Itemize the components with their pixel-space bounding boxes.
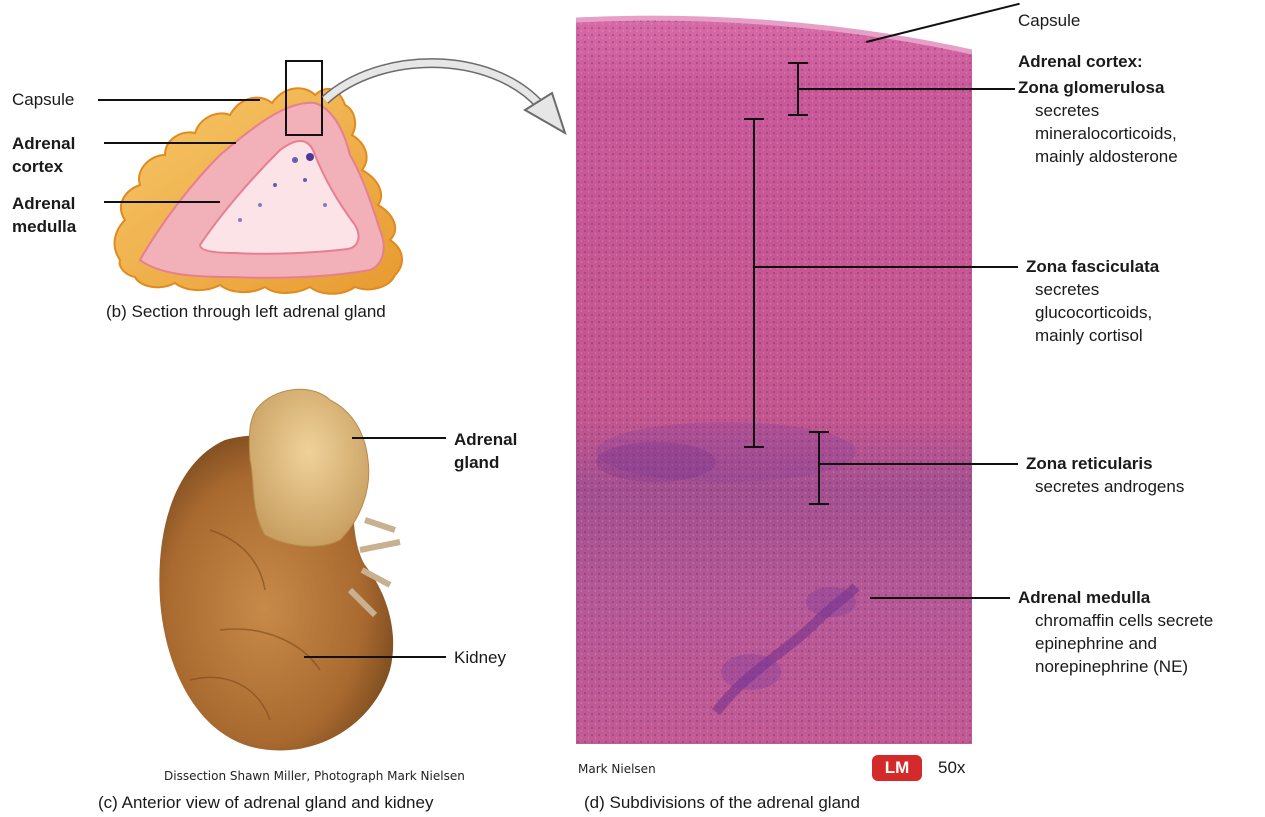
desc-fasciculata-1: secretes	[1035, 278, 1099, 301]
desc-medulla-2: epinephrine and	[1035, 632, 1157, 655]
label-cortex-b-1: Adrenal	[12, 132, 75, 155]
desc-glomerulosa-3: mainly aldosterone	[1035, 145, 1178, 168]
desc-reticularis-1: secretes androgens	[1035, 475, 1184, 498]
leader-cortex-b	[104, 142, 236, 144]
label-medulla-b-1: Adrenal	[12, 192, 75, 215]
label-capsule-d: Capsule	[1018, 9, 1080, 32]
leader-reticularis	[818, 463, 1018, 465]
desc-medulla-1: chromaffin cells secrete	[1035, 609, 1213, 632]
label-cortex-b-2: cortex	[12, 155, 63, 178]
photo-credit-d: Mark Nielsen	[578, 762, 656, 776]
leader-kidney	[304, 656, 446, 658]
label-adrenal-cortex-heading: Adrenal cortex:	[1018, 50, 1143, 73]
label-adrenal-gland-1: Adrenal	[454, 428, 517, 451]
micrograph	[576, 12, 972, 744]
bracket-glomerulosa-top	[788, 62, 808, 64]
caption-panel-b: (b) Section through left adrenal gland	[106, 302, 386, 322]
label-zona-glomerulosa: Zona glomerulosa	[1018, 76, 1164, 99]
label-kidney: Kidney	[454, 646, 506, 669]
desc-medulla-3: norepinephrine (NE)	[1035, 655, 1188, 678]
label-adrenal-medulla-d: Adrenal medulla	[1018, 586, 1150, 609]
kidney-photo	[150, 370, 410, 760]
bracket-fasciculata-top	[744, 118, 764, 120]
leader-capsule-b	[98, 99, 260, 101]
leader-glomerulosa	[797, 88, 1015, 90]
bracket-reticularis-top	[809, 431, 829, 433]
bracket-reticularis	[818, 431, 820, 505]
bracket-reticularis-bottom	[809, 503, 829, 505]
leader-adrenal-gland	[352, 437, 446, 439]
magnification-label: 50x	[938, 756, 965, 779]
leader-medulla-b	[104, 201, 220, 203]
bracket-fasciculata	[753, 118, 755, 448]
curved-arrow-icon	[320, 55, 580, 155]
caption-panel-c: (c) Anterior view of adrenal gland and k…	[98, 793, 433, 813]
photo-credit-c: Dissection Shawn Miller, Photograph Mark…	[164, 769, 465, 783]
lm-badge: LM	[872, 755, 922, 781]
caption-panel-d: (d) Subdivisions of the adrenal gland	[584, 793, 860, 813]
label-medulla-b-2: medulla	[12, 215, 76, 238]
desc-fasciculata-2: glucocorticoids,	[1035, 301, 1152, 324]
leader-fasciculata	[753, 266, 1018, 268]
bracket-fasciculata-bottom	[744, 446, 764, 448]
label-capsule-b: Capsule	[12, 88, 74, 111]
desc-fasciculata-3: mainly cortisol	[1035, 324, 1143, 347]
label-adrenal-gland-2: gland	[454, 451, 499, 474]
desc-glomerulosa-1: secretes	[1035, 99, 1099, 122]
label-zona-reticularis: Zona reticularis	[1026, 452, 1153, 475]
leader-medulla-d	[870, 597, 1010, 599]
label-zona-fasciculata: Zona fasciculata	[1026, 255, 1159, 278]
bracket-glomerulosa-bottom	[788, 114, 808, 116]
desc-glomerulosa-2: mineralocorticoids,	[1035, 122, 1177, 145]
